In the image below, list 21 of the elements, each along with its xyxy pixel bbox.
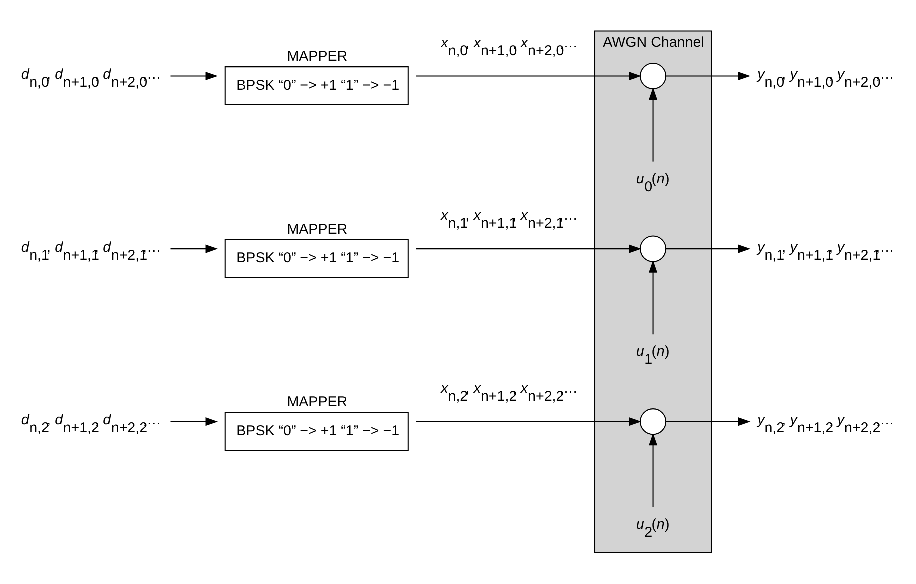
arrow	[416, 72, 642, 81]
arrow	[666, 418, 750, 426]
arrow	[666, 72, 750, 81]
arrow	[648, 260, 658, 335]
node-circle	[640, 236, 666, 262]
node-circle	[640, 62, 666, 90]
arrow	[170, 72, 218, 81]
arrow	[648, 433, 658, 508]
node-label: MAPPER	[286, 49, 348, 66]
node-box: BPSK “0” −> +1 “1” −> −1	[224, 66, 408, 106]
arrow	[648, 88, 658, 162]
arrow	[416, 418, 642, 426]
arrow	[416, 244, 642, 254]
arrow	[666, 244, 750, 254]
node-circle	[640, 408, 666, 436]
arrow	[170, 244, 218, 254]
arrow	[170, 418, 218, 426]
node-box: BPSK “0” −> +1 “1” −> −1	[224, 239, 408, 278]
node-label: MAPPER	[286, 394, 348, 411]
node-label: MAPPER	[286, 222, 348, 238]
node-box: BPSK “0” −> +1 “1” −> −1	[224, 412, 408, 451]
